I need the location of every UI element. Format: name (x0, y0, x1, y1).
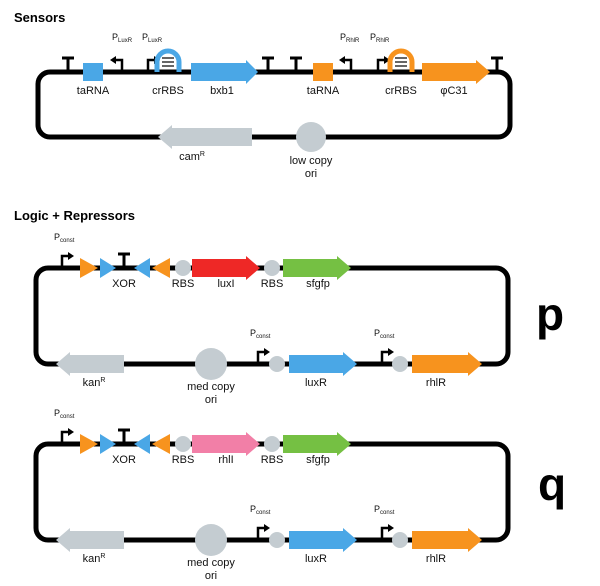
pconst-label: Pconst (374, 328, 395, 340)
plasmid-q: Pconst XOR RBS rhlI RBS sfgfp kanR med c… (33, 408, 511, 582)
bxb1-label: bxb1 (210, 85, 234, 97)
sensors-backbone (35, 69, 513, 140)
recombinase-site-orange (152, 258, 170, 278)
sensors-title: Sensors (14, 10, 65, 25)
rbs-circle (269, 532, 285, 548)
ori-label: low copy (290, 155, 333, 167)
promoter-rhlr-label: PRhlR (370, 32, 390, 44)
pconst-label: Pconst (54, 408, 75, 420)
pconst-label: Pconst (374, 504, 395, 516)
rhlr-label: rhlR (426, 377, 446, 389)
rbs-circle (392, 356, 408, 372)
rhli-gene-arrow (192, 432, 260, 456)
pconst-label: Pconst (250, 328, 271, 340)
rbs-circle (264, 260, 280, 276)
ori-label: ori (305, 168, 317, 180)
rbs-circle (392, 532, 408, 548)
promoter-luxr-label: PLuxR (112, 32, 133, 44)
luxr-label: luxR (305, 377, 327, 389)
xor-label: XOR (112, 454, 136, 466)
luxi-gene-arrow (192, 256, 260, 280)
recombinase-site-blue (100, 258, 116, 278)
crrbs-hairpin (387, 48, 415, 72)
plasmid-p: Pconst XOR RBS luxI RBS sfgfp kanR med c… (33, 232, 511, 406)
ori-label: ori (205, 570, 217, 582)
promoter-rhlr-label: PRhlR (340, 32, 360, 44)
rbs-label: RBS (172, 454, 195, 466)
luxr-gene-arrow (289, 352, 357, 376)
camr-gene-arrow (158, 125, 252, 149)
crrbs-label: crRBS (152, 85, 184, 97)
tarna-block (83, 63, 103, 81)
recombinase-site-orange (152, 434, 170, 454)
recombinase-site-orange (80, 434, 98, 454)
rbs-circle (175, 436, 191, 452)
logic-title: Logic + Repressors (14, 208, 135, 223)
recombinase-site-blue (134, 434, 150, 454)
rhlr-gene-arrow (412, 528, 482, 552)
origin-of-replication (296, 122, 326, 152)
rbs-label: RBS (261, 278, 284, 290)
kanr-gene-arrow (56, 528, 124, 552)
phic31-label: φC31 (440, 85, 467, 97)
sfgfp-label: sfgfp (306, 454, 330, 466)
plasmid-label-p: p (536, 288, 564, 340)
sfgfp-gene-arrow (283, 256, 351, 280)
rbs-circle (264, 436, 280, 452)
luxr-gene-arrow (289, 528, 357, 552)
xor-label: XOR (112, 278, 136, 290)
bxb1-gene-arrow (191, 60, 258, 84)
crrbs-label: crRBS (385, 85, 417, 97)
phic31-gene-arrow (422, 60, 490, 84)
pconst-label: Pconst (54, 232, 75, 244)
kanr-label: kanR (83, 377, 106, 389)
rbs-circle (269, 356, 285, 372)
recombinase-site-blue (100, 434, 116, 454)
kanr-gene-arrow (56, 352, 124, 376)
rbs-label: RBS (261, 454, 284, 466)
origin-of-replication (195, 348, 227, 380)
luxi-label: luxI (217, 278, 234, 290)
ori-label: med copy (187, 557, 235, 569)
ori-label: med copy (187, 381, 235, 393)
sfgfp-gene-arrow (283, 432, 351, 456)
promoter-luxr-label: PLuxR (142, 32, 163, 44)
plasmid-label-q: q (538, 458, 566, 510)
sfgfp-label: sfgfp (306, 278, 330, 290)
luxr-label: luxR (305, 553, 327, 565)
camr-label: camR (179, 151, 205, 163)
recombinase-site-orange (80, 258, 98, 278)
kanr-label: kanR (83, 553, 106, 565)
tarna-block (313, 63, 333, 81)
rbs-label: RBS (172, 278, 195, 290)
origin-of-replication (195, 524, 227, 556)
pconst-label: Pconst (250, 504, 271, 516)
rbs-circle (175, 260, 191, 276)
tarna-label: taRNA (307, 85, 340, 97)
rhlr-label: rhlR (426, 553, 446, 565)
rhlr-gene-arrow (412, 352, 482, 376)
tarna-label: taRNA (77, 85, 110, 97)
recombinase-site-blue (134, 258, 150, 278)
crrbs-hairpin (154, 48, 182, 72)
ori-label: ori (205, 394, 217, 406)
rhli-label: rhlI (218, 454, 233, 466)
